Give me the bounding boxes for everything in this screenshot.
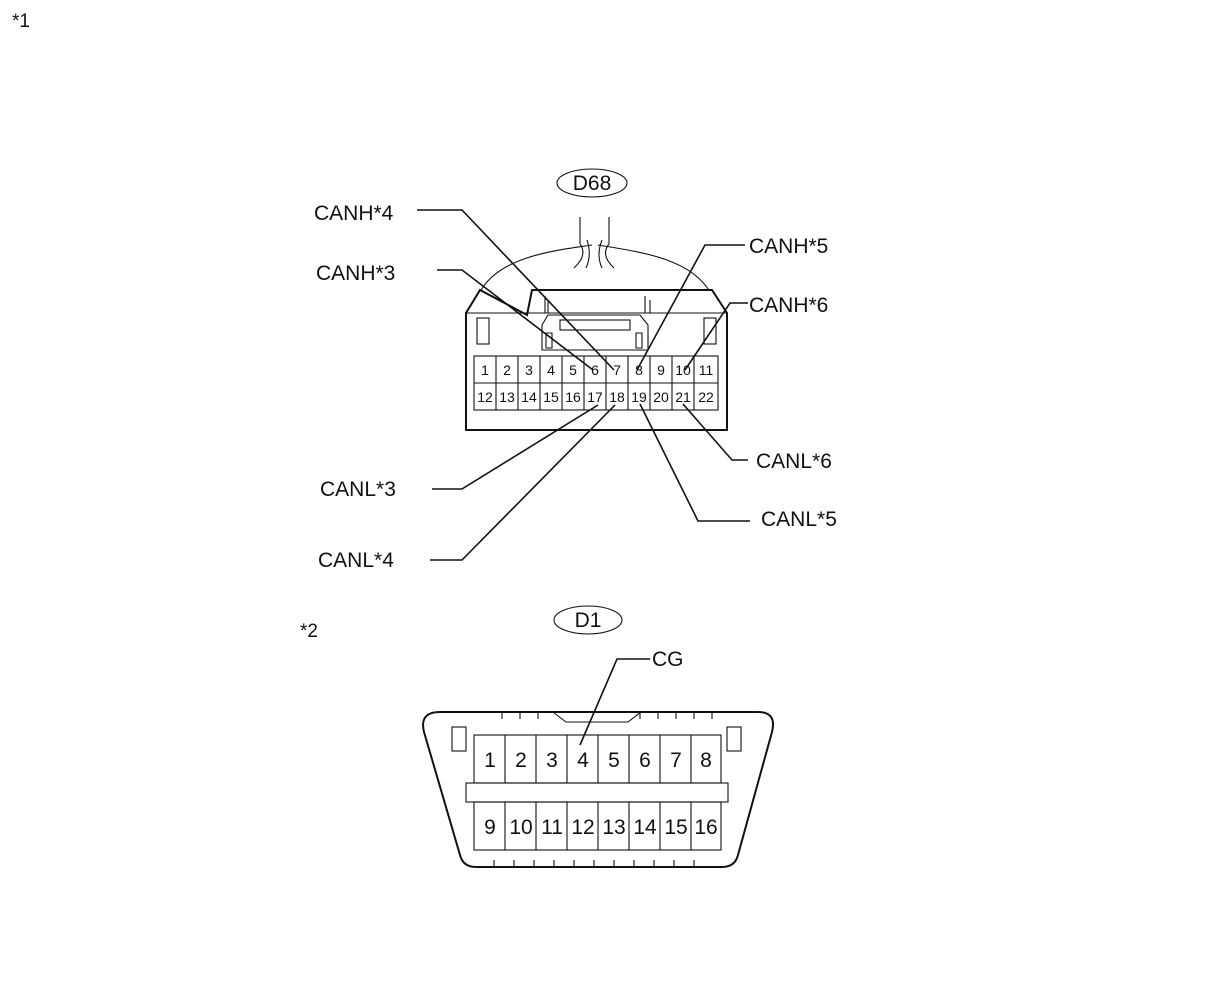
d68-pin-11: 11 (699, 362, 714, 378)
d1-pin-5: 5 (608, 749, 620, 772)
d1-pin-15: 15 (664, 816, 687, 839)
d68-pin-3: 3 (525, 362, 533, 378)
d68-pin-13: 13 (499, 389, 515, 405)
d68-pin-8: 8 (635, 362, 643, 378)
d68-pin-16: 16 (565, 389, 581, 405)
d1-pin-11: 11 (541, 816, 563, 839)
d68-pin-22: 22 (698, 389, 714, 405)
leader-canh4 (417, 209, 615, 371)
leader-canl3 (432, 404, 599, 490)
d1-pin-8: 8 (700, 749, 712, 772)
d68-id-ellipse (556, 168, 628, 198)
label-canh3: CANH*3 (316, 262, 395, 285)
d68-pin-21: 21 (675, 389, 691, 405)
d1-pin-2: 2 (515, 749, 527, 772)
d1-pin-grid: 1 2 3 4 5 6 7 8 9 10 11 12 13 14 15 16 (484, 735, 718, 850)
leader-canh6 (684, 302, 748, 371)
d68-wire-harness (479, 217, 711, 293)
label-canl6: CANL*6 (756, 450, 832, 473)
label-cg: CG (652, 648, 684, 671)
d68-pin-1: 1 (481, 362, 489, 378)
label-canl5: CANL*5 (761, 508, 837, 531)
d1-pin-16: 16 (694, 816, 717, 839)
d68-pin-7: 7 (613, 362, 621, 378)
leader-canl6 (682, 403, 748, 461)
d1-pin-10: 10 (509, 816, 532, 839)
leader-canh3 (437, 269, 594, 371)
d1-id-ellipse (553, 605, 623, 635)
d1-pin-3: 3 (546, 749, 558, 772)
leader-canl4 (430, 404, 616, 561)
d68-pin-4: 4 (547, 362, 555, 378)
d1-pin-4: 4 (577, 749, 589, 772)
d68-pin-6: 6 (591, 362, 599, 378)
d68-leader-lines (417, 209, 750, 561)
d68-pin-19: 19 (631, 389, 647, 405)
leader-canl5 (639, 403, 750, 522)
d68-pin-2: 2 (503, 362, 511, 378)
d1-id-label: D1 (575, 609, 602, 632)
d68-id-label: D68 (573, 172, 612, 195)
connector-d1: D1 (422, 605, 774, 868)
label-canh4: CANH*4 (314, 202, 394, 225)
d68-pin-9: 9 (657, 362, 665, 378)
d1-pin-14: 14 (633, 816, 657, 839)
leader-canh5 (636, 244, 745, 371)
leader-cg (579, 658, 650, 746)
d1-pin-7: 7 (670, 749, 682, 772)
label-canh6: CANH*6 (749, 294, 828, 317)
d1-pin-13: 13 (602, 816, 625, 839)
d1-pin-1: 1 (484, 749, 496, 772)
d68-pin-20: 20 (653, 389, 669, 405)
d68-pin-14: 14 (521, 389, 537, 405)
connector-d68: D68 (314, 168, 837, 572)
label-canl4: CANL*4 (318, 549, 394, 572)
d68-pin-17: 17 (587, 389, 603, 405)
d1-pin-12: 12 (571, 816, 594, 839)
d68-pin-18: 18 (609, 389, 625, 405)
label-canh5: CANH*5 (749, 235, 828, 258)
d1-pin-9: 9 (484, 816, 496, 839)
d68-pin-grid: 1 2 3 4 5 6 7 8 9 10 11 12 13 14 15 16 1… (477, 356, 714, 410)
marker-star-2: *2 (300, 621, 318, 642)
d68-pin-5: 5 (569, 362, 577, 378)
d1-pin-6: 6 (639, 749, 651, 772)
label-canl3: CANL*3 (320, 478, 396, 501)
d68-pin-12: 12 (477, 389, 493, 405)
marker-star-1: *1 (12, 11, 30, 32)
d68-pin-15: 15 (543, 389, 559, 405)
